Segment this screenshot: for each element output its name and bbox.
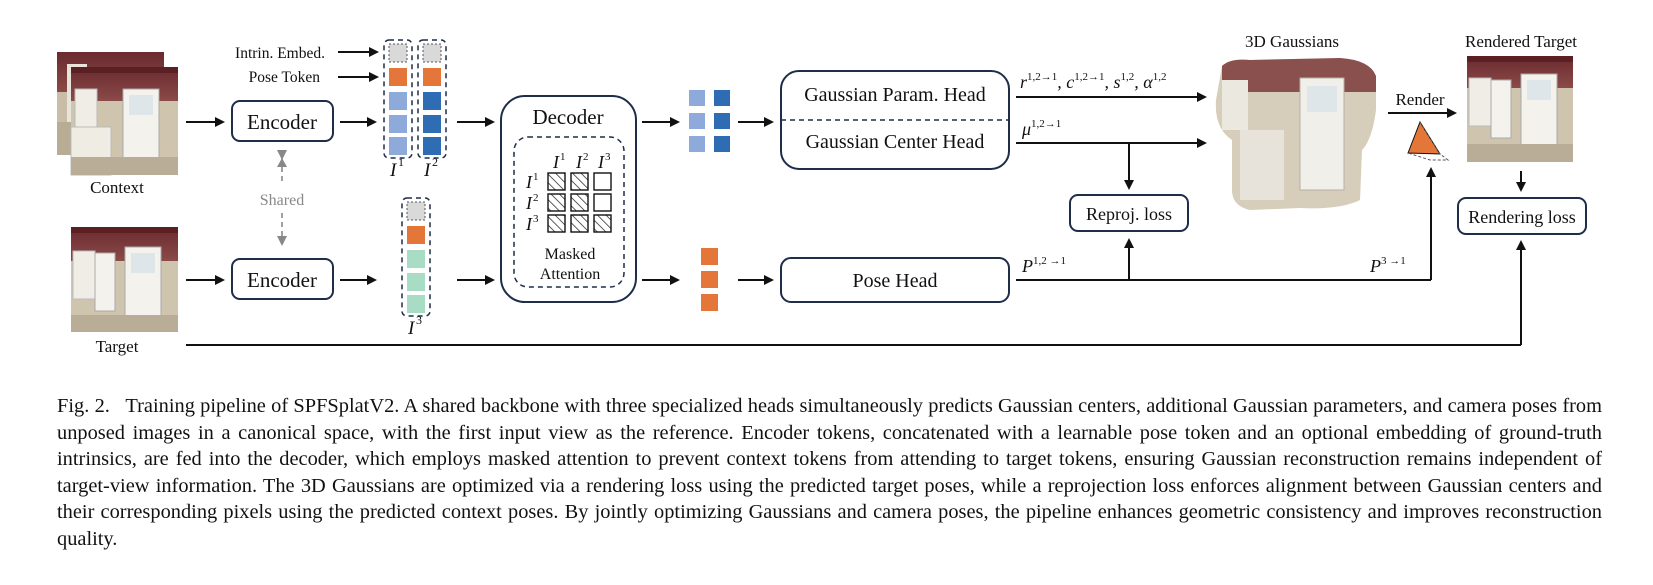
pipeline-diagram: Context Target Encoder Encoder Shared In… xyxy=(57,32,1587,356)
svg-text:I: I xyxy=(423,160,432,181)
masked-attention-region xyxy=(513,136,625,288)
context-label: Context xyxy=(90,178,144,197)
decoded-context-tokens xyxy=(689,90,730,152)
svg-text:2: 2 xyxy=(533,192,539,204)
camera-frustum-icon xyxy=(1407,120,1450,161)
svg-text:I: I xyxy=(575,152,583,172)
decoder-box xyxy=(500,95,637,303)
rendered-target-image xyxy=(1467,56,1573,162)
encoder-context-box xyxy=(231,100,334,142)
svg-text:I: I xyxy=(525,172,533,192)
pose-token-label: Pose Token xyxy=(249,69,321,86)
figure-caption: Fig. 2. Training pipeline of SPFSplatV2.… xyxy=(57,393,1602,552)
reproj-loss-label: Reproj. loss xyxy=(1086,204,1172,224)
masked-attention-label-2: Attention xyxy=(540,266,600,283)
pose-head-box xyxy=(780,257,1010,303)
gaussians-render-image xyxy=(1215,58,1376,210)
decoded-target-tokens xyxy=(701,248,718,311)
svg-text:2: 2 xyxy=(432,155,438,169)
svg-text:I: I xyxy=(407,318,416,339)
render-label: Render xyxy=(1395,90,1444,109)
context-images xyxy=(57,52,178,176)
rendering-loss-box xyxy=(1457,197,1587,235)
shared-label: Shared xyxy=(260,192,304,209)
svg-text:3: 3 xyxy=(605,151,611,163)
figure-number: Fig. 2. xyxy=(57,395,110,417)
target-image xyxy=(71,227,178,332)
encoder-target-label: Encoder xyxy=(247,268,317,292)
gaussians-title: 3D Gaussians xyxy=(1245,32,1339,51)
svg-text:1: 1 xyxy=(398,155,404,169)
masked-attention-label-1: Masked xyxy=(545,246,596,263)
encoder-target-box xyxy=(231,258,334,300)
svg-text:1: 1 xyxy=(560,151,566,163)
svg-text:I: I xyxy=(552,152,560,172)
svg-text:2: 2 xyxy=(583,151,589,163)
context-pose-notation: P1,2 →1 xyxy=(1021,255,1066,276)
token-column-i2 xyxy=(417,39,447,159)
gaussian-params-notation: r1,2→1, c1,2→1, s1,2, α1,2 xyxy=(1020,71,1166,92)
svg-text:3: 3 xyxy=(533,213,539,225)
svg-text:I: I xyxy=(525,193,533,213)
rendering-loss-label: Rendering loss xyxy=(1468,207,1576,227)
svg-text:I: I xyxy=(597,152,605,172)
encoder-context-label: Encoder xyxy=(247,110,317,134)
svg-text:1: 1 xyxy=(533,171,539,183)
pose-head-label: Pose Head xyxy=(853,270,938,292)
target-pose-notation: P3 →1 xyxy=(1369,255,1406,276)
decoder-label: Decoder xyxy=(532,105,603,129)
reproj-loss-box xyxy=(1069,194,1189,232)
gaussian-param-head-label: Gaussian Param. Head xyxy=(804,84,986,106)
svg-text:3: 3 xyxy=(416,313,422,327)
target-label: Target xyxy=(96,337,139,356)
rendered-target-title: Rendered Target xyxy=(1465,32,1577,51)
gaussian-center-notation: μ1,2→1 xyxy=(1021,118,1061,139)
svg-text:I: I xyxy=(389,160,398,181)
svg-text:I: I xyxy=(525,214,533,234)
token-column-i3 xyxy=(401,197,431,317)
token-column-i1 xyxy=(383,39,413,159)
intrin-embed-label: Intrin. Embed. xyxy=(235,45,325,62)
gaussian-center-head-label: Gaussian Center Head xyxy=(806,131,985,153)
caption-text: Training pipeline of SPFSplatV2. A share… xyxy=(57,395,1602,550)
